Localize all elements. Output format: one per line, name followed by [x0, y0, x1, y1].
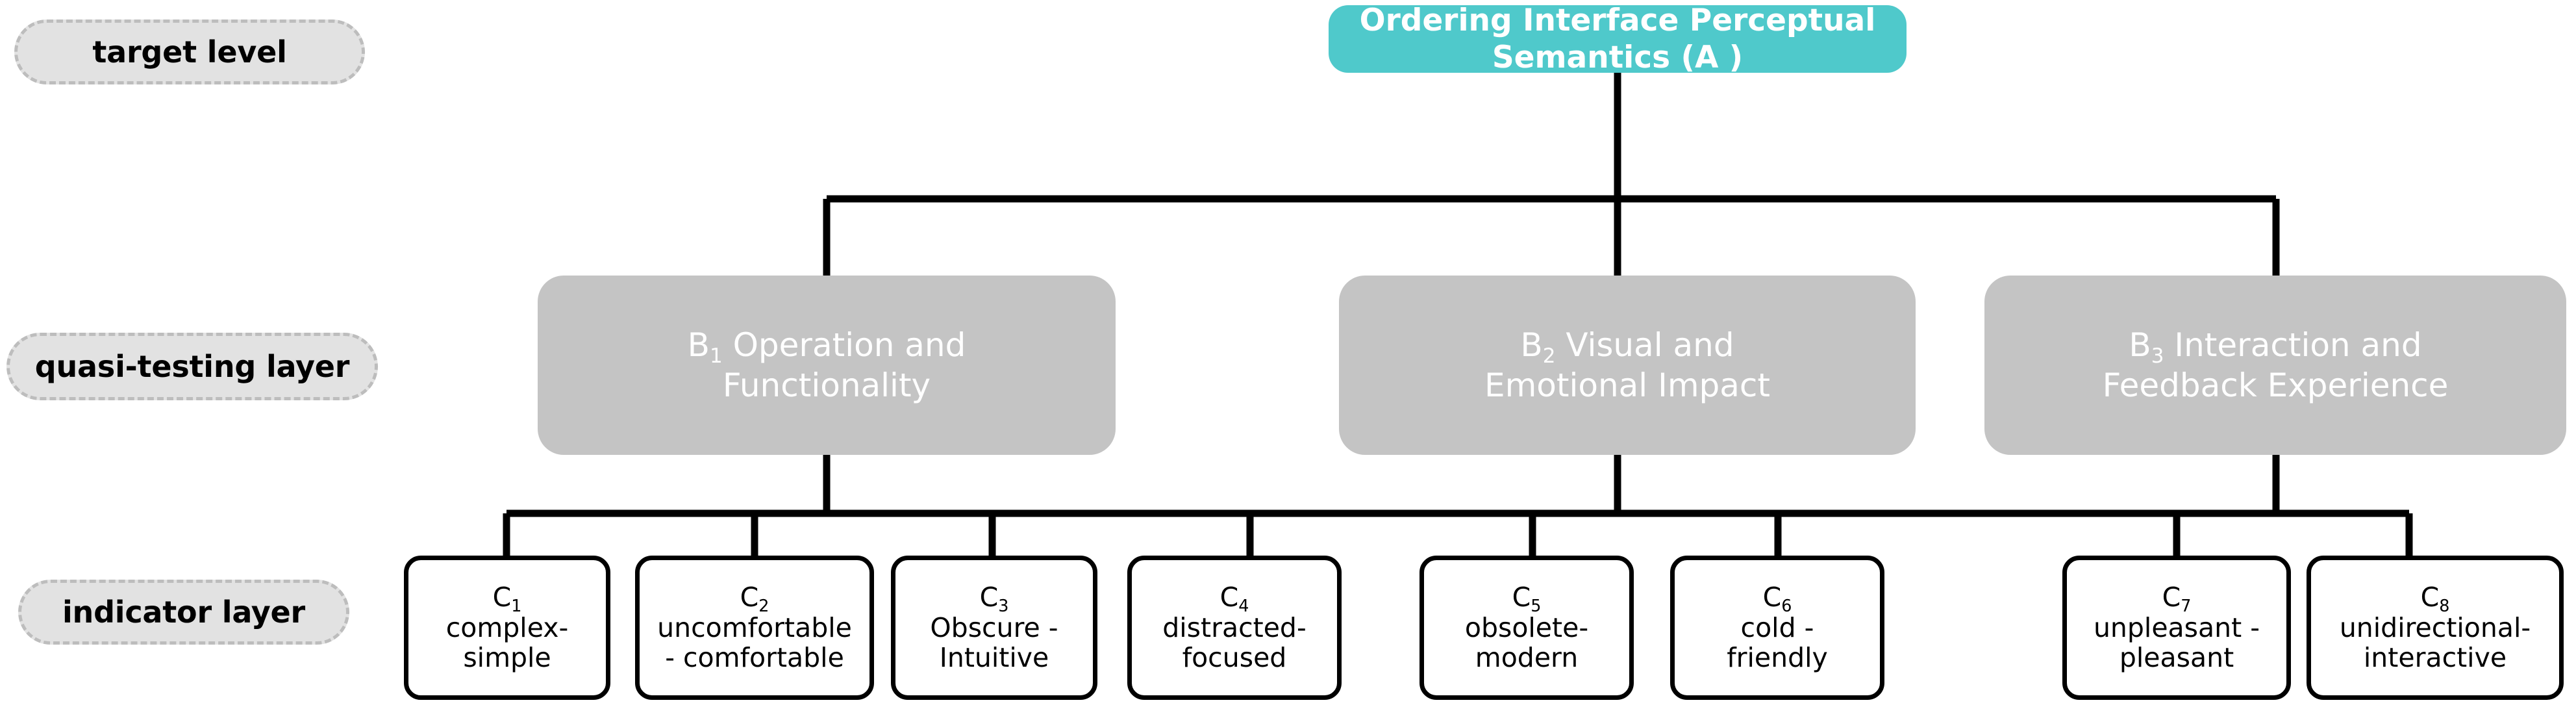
layer-label-text: quasi-testing layer [34, 349, 350, 384]
node-b1-operation-and-functionality[interactable]: B1 Operation and Functionality [538, 276, 1116, 455]
node-c-label: C6 cold - friendly [1727, 581, 1828, 674]
node-b-label: B3 Interaction and Feedback Experience [2102, 326, 2449, 404]
node-c-subscript: 1 [511, 596, 522, 616]
layer-label-indicator-layer: indicator layer [18, 580, 349, 645]
node-c7-unpleasant-pleasant[interactable]: C7 unpleasant - pleasant [2062, 556, 2291, 700]
layer-label-text: target level [92, 34, 287, 70]
node-c-label: C2 uncomfortable - comfortable [657, 581, 852, 674]
node-b-subscript: 3 [2151, 344, 2164, 368]
node-a-ordering-interface-perceptual-semantics[interactable]: Ordering Interface Perceptual Semantics … [1329, 3, 1907, 75]
node-c-label: C1 complex- simple [445, 581, 569, 674]
node-c-subscript: 2 [758, 596, 769, 616]
node-c8-unidirectional-interactive[interactable]: C8 unidirectional- interactive [2307, 556, 2564, 700]
node-c-subscript: 6 [1781, 596, 1792, 616]
node-c4-distracted-focused[interactable]: C4 distracted- focused [1127, 556, 1342, 700]
node-b-label: B1 Operation and Functionality [687, 326, 966, 404]
node-c6-cold-friendly[interactable]: C6 cold - friendly [1670, 556, 1884, 700]
node-b2-visual-and-emotional-impact[interactable]: B2 Visual and Emotional Impact [1339, 276, 1916, 455]
layer-label-target-level: target level [14, 19, 365, 84]
node-c1-complex-simple[interactable]: C1 complex- simple [404, 556, 610, 700]
node-c-subscript: 4 [1238, 596, 1249, 616]
node-c-label: C3 Obscure - Intuitive [930, 581, 1058, 674]
node-b-label: B2 Visual and Emotional Impact [1484, 326, 1770, 404]
layer-label-text: indicator layer [62, 595, 306, 630]
node-b-subscript: 1 [709, 344, 723, 368]
node-c-label: C4 distracted- focused [1162, 581, 1307, 674]
node-c-subscript: 7 [2181, 596, 2192, 616]
node-c-subscript: 8 [2439, 596, 2450, 616]
node-c-label: C5 obsolete- modern [1464, 581, 1589, 674]
node-c5-obsolete-modern[interactable]: C5 obsolete- modern [1419, 556, 1634, 700]
node-c-label: C7 unpleasant - pleasant [2093, 581, 2260, 674]
node-a-label: Ordering Interface Perceptual Semantics … [1359, 2, 1876, 75]
node-b3-interaction-and-feedback-experience[interactable]: B3 Interaction and Feedback Experience [1984, 276, 2566, 455]
layer-label-quasi-testing-layer: quasi-testing layer [6, 333, 378, 400]
node-c-subscript: 3 [998, 596, 1009, 616]
node-b-subscript: 2 [1542, 344, 1556, 368]
node-c3-obscure-intuitive[interactable]: C3 Obscure - Intuitive [891, 556, 1097, 700]
node-c2-uncomfortable-comfortable[interactable]: C2 uncomfortable - comfortable [635, 556, 874, 700]
node-c-subscript: 5 [1531, 596, 1542, 616]
node-c-label: C8 unidirectional- interactive [2339, 581, 2531, 674]
